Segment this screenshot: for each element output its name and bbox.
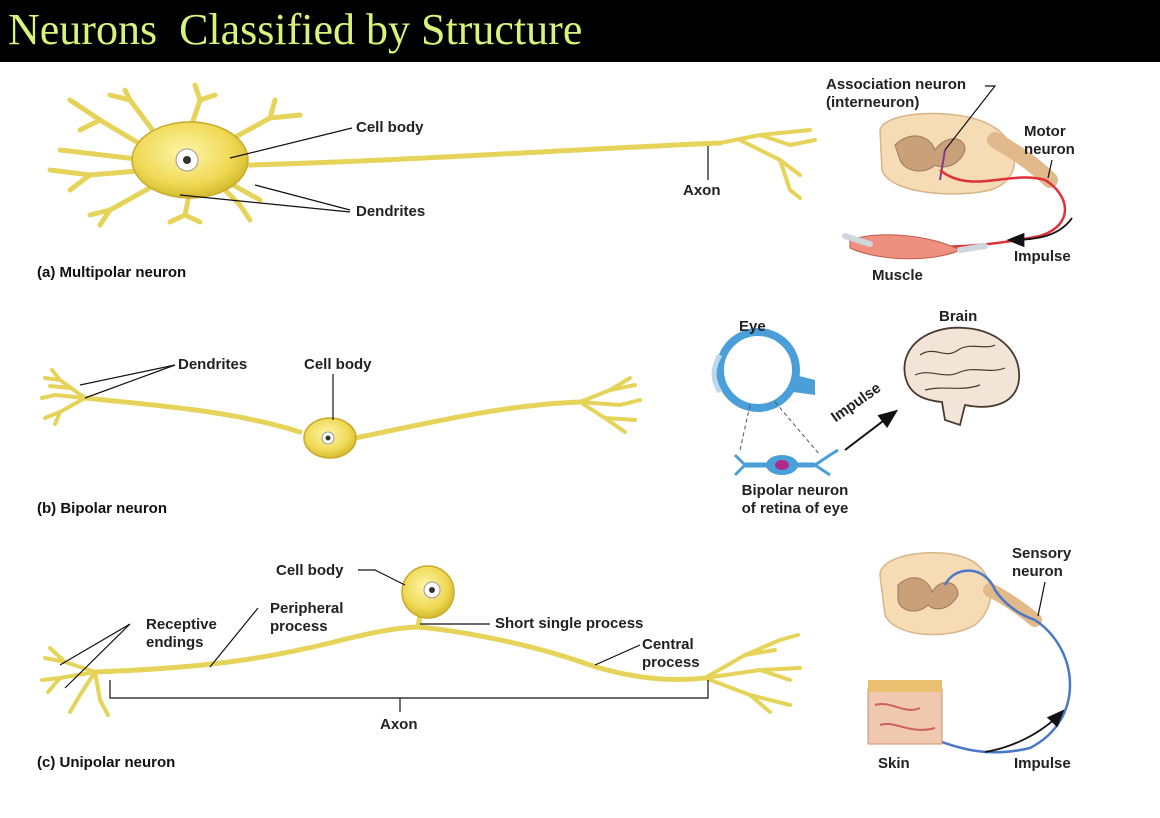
panel-a-right-leaders <box>944 85 1053 179</box>
label-b-cell-body: Cell body <box>304 356 372 373</box>
label-bipolar-line1: Bipolar neuron <box>741 482 849 499</box>
caption-unipolar: (c) Unipolar neuron <box>37 754 176 771</box>
label-brain: Brain <box>939 308 978 325</box>
label-a-cell-body: Cell body <box>356 119 424 136</box>
unipolar-nucleolus <box>429 587 435 593</box>
label-interneuron: (interneuron) <box>826 94 920 111</box>
unipolar-receptive-endings <box>40 646 110 717</box>
brain-illustration <box>903 326 1021 427</box>
label-association-neuron: Association neuron <box>826 76 967 93</box>
label-c-impulse: Impulse <box>1014 755 1071 772</box>
unipolar-central-terminals <box>703 633 802 714</box>
label-motor-neuron: neuron <box>1024 141 1075 158</box>
label-central: Central <box>642 636 694 653</box>
label-peripheral: Peripheral <box>270 600 344 617</box>
multipolar-nucleolus <box>183 156 191 164</box>
impulse-arrow-b <box>844 409 899 451</box>
panel-c-leader-lines <box>59 569 709 712</box>
retina-bipolar-neuron <box>733 448 839 477</box>
multipolar-neuron <box>47 82 817 228</box>
bipolar-nucleolus <box>325 435 331 441</box>
bipolar-neuron <box>40 368 642 441</box>
bipolar-axon-process <box>352 399 583 441</box>
label-skin: Skin <box>878 755 910 772</box>
label-bipolar-line2: of retina of eye <box>741 500 849 517</box>
label-eye: Eye <box>739 318 766 335</box>
label-peripheral-process: process <box>270 618 328 635</box>
eye-illustration <box>711 328 821 456</box>
title-bar: Neurons Classified by Structure <box>0 0 1160 62</box>
label-a-dendrites: Dendrites <box>356 203 426 220</box>
label-b-dendrites: Dendrites <box>178 356 248 373</box>
bipolar-axon-branches <box>578 376 642 434</box>
slide-title: Neurons Classified by Structure <box>8 5 583 54</box>
multipolar-dendrites <box>47 82 303 228</box>
label-central-process: process <box>642 654 700 671</box>
label-endings: endings <box>146 634 204 651</box>
sensory-leader-line <box>1037 581 1046 617</box>
unipolar-axon <box>92 624 708 682</box>
caption-bipolar: (b) Bipolar neuron <box>37 500 167 517</box>
label-c-axon: Axon <box>380 716 418 733</box>
label-sensory-neuron: neuron <box>1012 563 1063 580</box>
caption-multipolar: (a) Multipolar neuron <box>37 264 187 281</box>
label-sensory: Sensory <box>1012 545 1072 562</box>
panel-b-leader-lines <box>79 364 334 420</box>
label-receptive: Receptive <box>146 616 217 633</box>
label-short-single-process: Short single process <box>495 615 644 632</box>
label-a-impulse: Impulse <box>1014 248 1071 265</box>
label-motor: Motor <box>1024 123 1066 140</box>
label-c-cell-body: Cell body <box>276 562 344 579</box>
spinal-cord-sensory <box>867 552 1072 754</box>
label-muscle: Muscle <box>872 267 923 284</box>
bipolar-dendrite-branches <box>40 368 87 426</box>
multipolar-axon-terminals <box>718 128 817 200</box>
bipolar-dendrite-process <box>82 395 303 435</box>
unipolar-neuron <box>40 602 802 717</box>
label-a-axon: Axon <box>683 182 721 199</box>
multipolar-axon <box>247 140 723 168</box>
spinal-cord-motor <box>842 112 1073 260</box>
panel-a-leader-lines <box>179 127 709 213</box>
